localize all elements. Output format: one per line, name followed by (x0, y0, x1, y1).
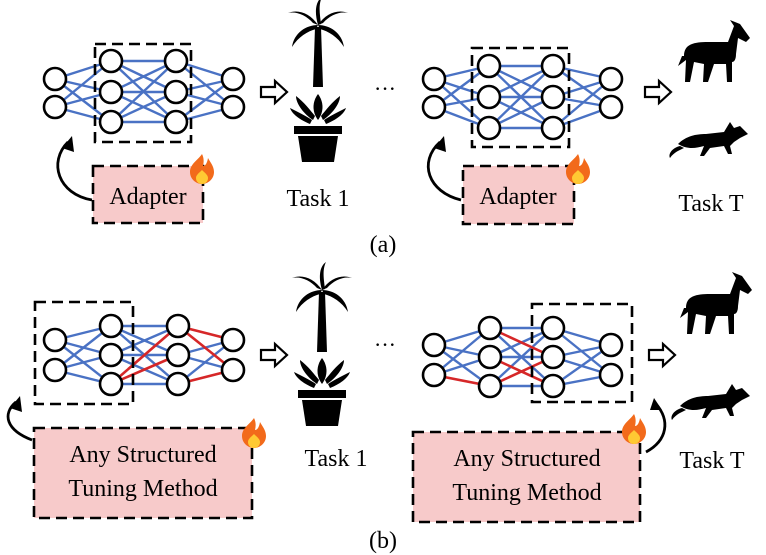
palm-tree-icon (288, 0, 348, 87)
hollow-arrow-a2 (643, 78, 673, 106)
potted-plant-icon (294, 358, 350, 426)
adapter-region-a1 (93, 42, 193, 144)
curved-arrow-head-a1 (62, 136, 74, 152)
adapter-label-a2: Adapter (479, 184, 556, 210)
method-box-b2 (411, 430, 642, 524)
taskT-label-b: Task T (679, 448, 745, 474)
curved-arrow-a2 (426, 140, 462, 202)
caption-a: (a) (370, 232, 397, 258)
method-box-b1 (32, 426, 254, 520)
hollow-arrow-a1 (259, 78, 289, 106)
fire-icon (190, 154, 214, 184)
method-line1-b1: Any Structured (69, 442, 216, 468)
hollow-arrow-b2 (647, 341, 677, 369)
taskT-label-a: Task T (678, 191, 744, 217)
tuned-region-b2 (530, 302, 634, 404)
fox-icon (671, 384, 750, 420)
fire-icon (242, 418, 266, 448)
task1-label-a: Task 1 (287, 186, 350, 212)
method-line2-b1: Tuning Method (68, 476, 217, 502)
fire-icon (566, 154, 590, 184)
ellipsis-b: ··· (374, 332, 396, 357)
fire-icon (622, 414, 646, 444)
method-line2-b2: Tuning Method (452, 480, 601, 506)
palm-tree-icon (292, 262, 352, 352)
curved-arrow-head-b1 (10, 396, 22, 412)
network-a2-nodes (421, 53, 624, 141)
potted-plant-icon (290, 94, 346, 162)
network-b1-nodes (42, 313, 246, 397)
horse-icon (678, 20, 750, 82)
hollow-arrow-b1 (259, 341, 289, 369)
adapter-label-a1: Adapter (109, 184, 186, 210)
fox-icon (669, 122, 748, 158)
curved-arrow-b2 (645, 403, 667, 454)
tuned-region-b1 (33, 300, 135, 406)
adapter-box-a2 (461, 164, 576, 226)
task1-label-b: Task 1 (305, 446, 368, 472)
curved-arrow-head-b2 (650, 398, 662, 410)
panel-b: Any Structured Tuning Method Task 1 ··· (6, 262, 752, 554)
caption-b: (b) (369, 528, 397, 554)
adapter-box-a1 (91, 164, 205, 225)
curved-arrow-a1 (56, 141, 93, 202)
method-line1-b2: Any Structured (453, 446, 600, 472)
horse-icon (680, 272, 752, 334)
network-a1-nodes (42, 48, 246, 135)
ellipsis-a: ··· (374, 76, 396, 101)
network-a1-edges (54, 59, 234, 124)
network-a2-edges (433, 64, 612, 130)
curved-arrow-head-a2 (434, 136, 446, 152)
adapter-region-a2 (470, 46, 571, 149)
network-b2-nodes (421, 315, 624, 399)
network-b2-edges (433, 326, 612, 388)
panel-a: Adapter Task 1 ··· Adapter (42, 0, 750, 258)
